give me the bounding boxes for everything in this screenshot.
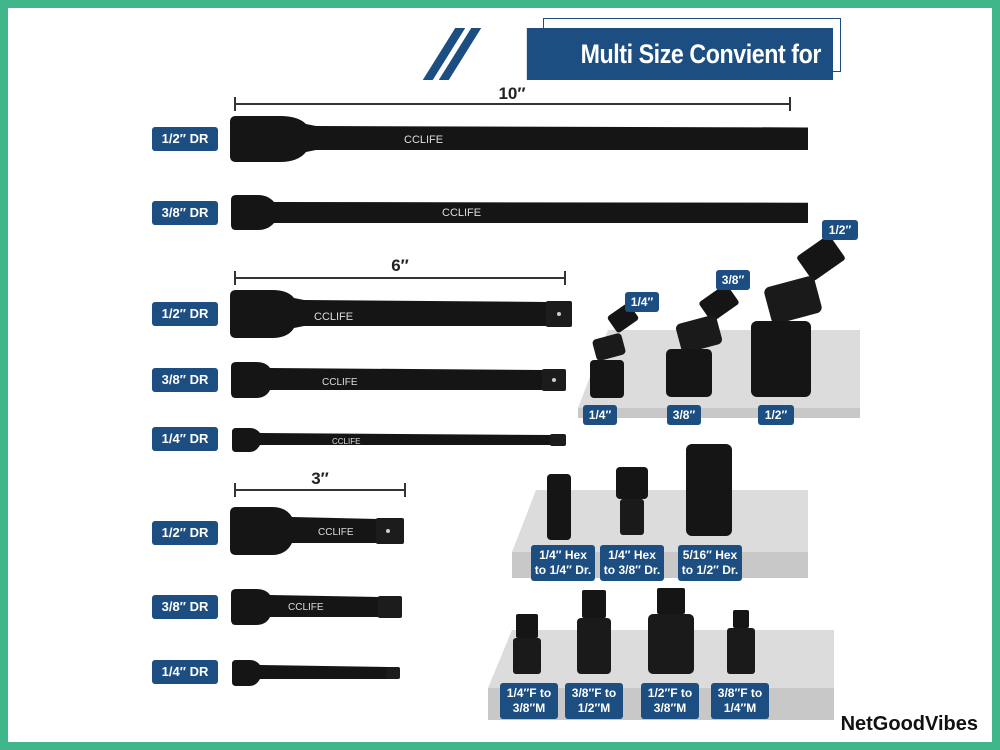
brand-label: CCLIFE <box>404 134 443 146</box>
joint-bottom-tag: 1/2″ <box>758 405 794 425</box>
joint-top-tag: 1/2″ <box>822 220 858 240</box>
tag-line: to 1/4″ Dr. <box>534 563 592 577</box>
drive-tag: 3/8″ DR <box>152 595 218 619</box>
extension-bar-3in-1-4 <box>232 660 400 686</box>
drive-tag: 1/2″ DR <box>152 521 218 545</box>
tag-line: 1/4″F to <box>506 686 552 700</box>
tag-line: 5/16″ Hex <box>682 548 738 562</box>
brand-label: CCLIFE <box>314 311 353 323</box>
drive-tag: 3/8″ DR <box>152 368 218 392</box>
brand-label: CCLIFE <box>322 377 358 388</box>
joint-bottom-tag: 3/8″ <box>667 405 701 425</box>
tag-line: 1/2″M <box>577 701 611 715</box>
joint-bottom-tag: 1/4″ <box>583 405 617 425</box>
tag-line: to 3/8″ Dr. <box>603 563 661 577</box>
dimension-label-10: 10″ <box>498 84 526 103</box>
tag-line: 1/4″ Hex <box>608 548 656 562</box>
brand-label: CCLIFE <box>332 437 360 446</box>
drive-tag: 1/4″ DR <box>152 427 218 451</box>
hex-adapter-tag: 1/4″ Hex to 1/4″ Dr. <box>531 545 595 581</box>
brand-label: CCLIFE <box>288 602 324 613</box>
reducer-1 <box>513 614 541 674</box>
dimension-label-6: 6″ <box>391 256 409 275</box>
reducer-2 <box>577 590 611 674</box>
banner-title: Multi Size Convient for Repair <box>526 28 833 121</box>
tag-line: 3/8″F to <box>717 686 763 700</box>
brand-label: CCLIFE <box>318 527 354 538</box>
tag-line: 1/2″F to <box>647 686 693 700</box>
joint-top-tag: 3/8″ <box>716 270 750 290</box>
extension-bar-10in-half: CCLIFE <box>230 116 808 162</box>
drive-tag: 1/2″ DR <box>152 302 218 326</box>
tag-line: 3/8″F to <box>571 686 617 700</box>
reducer-tag: 1/4″F to 3/8″M <box>500 683 558 719</box>
dimension-label-3: 3″ <box>311 469 329 488</box>
title-banner: Multi Size Convient for Repair <box>422 18 845 121</box>
tag-line: 3/8″M <box>512 701 546 715</box>
hex-adapter-3 <box>686 444 732 536</box>
hex-adapter-tag: 1/4″ Hex to 3/8″ Dr. <box>600 545 664 581</box>
joint-top-tag: 1/4″ <box>625 292 659 312</box>
hex-adapter-1 <box>547 474 571 540</box>
tag-line: to 1/2″ Dr. <box>681 563 739 577</box>
universal-joint-3-8 <box>666 285 739 397</box>
brand-label: CCLIFE <box>442 207 481 219</box>
extension-bar-3in-half: CCLIFE <box>230 507 404 555</box>
dimension-line-3 <box>234 483 406 497</box>
watermark: NetGoodVibes <box>840 713 978 735</box>
reducer-tag: 3/8″F to 1/2″M <box>565 683 623 719</box>
extension-bar-6in-1-4: CCLIFE <box>232 428 566 452</box>
extension-bar-3in-3-8: CCLIFE <box>231 589 402 625</box>
tag-line: 1/4″M <box>723 701 757 715</box>
drive-tag: 3/8″ DR <box>152 201 218 225</box>
reducer-3 <box>648 588 694 674</box>
drive-tag: 1/4″ DR <box>152 660 218 684</box>
hex-adapter-tag: 5/16″ Hex to 1/2″ Dr. <box>678 545 742 581</box>
extension-bar-10in-3-8: CCLIFE <box>231 195 808 230</box>
hex-adapter-2 <box>616 467 648 535</box>
extension-bar-6in-half: CCLIFE <box>230 290 572 338</box>
drive-tag: 1/2″ DR <box>152 127 218 151</box>
universal-joint-1-4 <box>590 303 639 398</box>
dimension-line-6 <box>234 271 566 285</box>
reducer-4 <box>727 610 755 674</box>
dimension-line-10 <box>234 97 791 111</box>
tag-line: 1/4″ Hex <box>539 548 587 562</box>
extension-bar-6in-3-8: CCLIFE <box>231 362 566 398</box>
universal-joint-1-2 <box>751 235 845 397</box>
tag-line: 3/8″M <box>653 701 687 715</box>
reducer-tag: 1/2″F to 3/8″M <box>641 683 699 719</box>
reducer-tag: 3/8″F to 1/4″M <box>711 683 769 719</box>
